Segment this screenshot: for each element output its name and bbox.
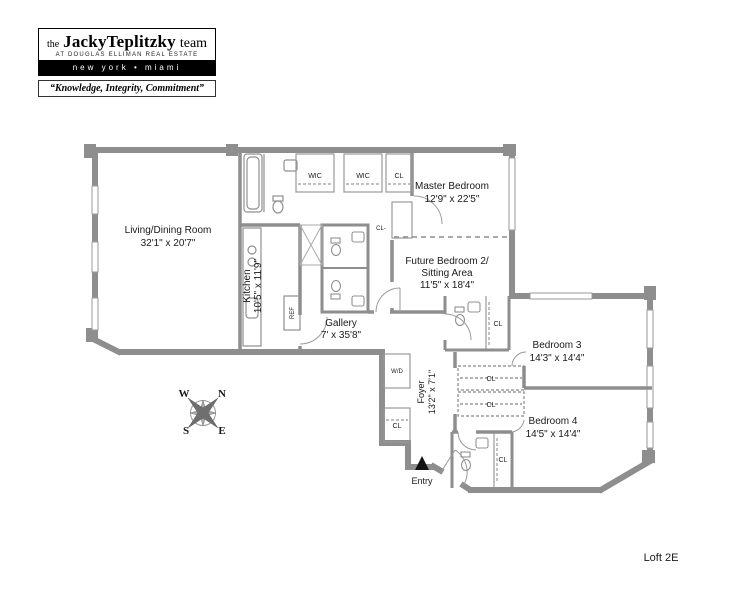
entry-arrow-icon bbox=[415, 456, 429, 470]
closet-label-wic-2: WIC bbox=[356, 173, 370, 180]
core-bathrooms bbox=[320, 223, 370, 314]
compass-star-large bbox=[187, 397, 219, 429]
room-label-future-2: Sitting Area bbox=[421, 268, 473, 279]
room-label-gallery: Gallery bbox=[325, 318, 357, 329]
top-closets bbox=[295, 153, 413, 239]
room-label-bedroom4: Bedroom 4 bbox=[529, 416, 578, 427]
bath3-block bbox=[443, 296, 511, 352]
room-label-bedroom3: Bedroom 3 bbox=[533, 340, 582, 351]
room-label-kitchen-group: Kitchen 10'5" x 11'9" bbox=[242, 259, 264, 314]
closet-label-cl-bath4: CL bbox=[499, 457, 508, 464]
brand-team: team bbox=[179, 36, 208, 51]
room-dims-gallery: 7' x 35'8" bbox=[321, 330, 362, 341]
room-dims-future: 11'5" x 18'4" bbox=[420, 280, 475, 291]
door-arcs bbox=[299, 195, 527, 487]
room-label-future-1: Future Bedroom 2/ bbox=[405, 256, 489, 267]
brand-name-line: the JackyTeplitzky team bbox=[39, 29, 215, 52]
closet-label-cl-foyer: CL bbox=[393, 423, 402, 430]
compass-rose: W N S E bbox=[179, 388, 227, 437]
compass-west: W bbox=[179, 388, 190, 400]
room-label-foyer: Foyer bbox=[416, 380, 426, 403]
brand-jackyteplitzky: JackyTeplitzky bbox=[63, 32, 176, 51]
closet-label-cl-mid: CL- bbox=[376, 226, 386, 232]
closet-label-wic-1: WIC bbox=[308, 173, 322, 180]
compass-north: N bbox=[218, 388, 226, 400]
core-bath-fixtures bbox=[330, 231, 365, 307]
brand-locations: new york • miami bbox=[39, 60, 215, 75]
room-label-kitchen: Kitchen bbox=[242, 269, 253, 302]
label-washer-dryer: W/D bbox=[391, 369, 403, 375]
closet-label-cl-top: CL bbox=[395, 173, 404, 180]
master-bath bbox=[243, 153, 298, 214]
label-refrigerator: REF bbox=[290, 307, 296, 319]
brand-tagline: “Knowledge, Integrity, Commitment” bbox=[38, 80, 216, 97]
bath3-fixtures bbox=[454, 296, 490, 350]
room-label-foyer-group: Foyer 13'2" x 7'1" bbox=[416, 370, 437, 414]
unit-label: Loft 2E bbox=[644, 552, 679, 564]
kitchen-fixtures bbox=[242, 227, 301, 347]
room-dims-living: 32'1" x 20'7" bbox=[141, 238, 196, 249]
room-dims-kitchen: 10'5" x 11'9" bbox=[253, 259, 264, 314]
bath4-block bbox=[450, 432, 514, 488]
room-dims-foyer: 13'2" x 7'1" bbox=[427, 370, 437, 414]
brand-subtitle: AT DOUGLAS ELLIMAN REAL ESTATE bbox=[55, 52, 199, 58]
windows bbox=[91, 157, 654, 449]
entry-label: Entry bbox=[411, 476, 433, 486]
compass-south: S bbox=[183, 425, 189, 437]
brand-box: the JackyTeplitzky team AT DOUGLAS ELLIM… bbox=[38, 28, 216, 76]
room-label-master: Master Bedroom bbox=[415, 181, 489, 192]
wall-columns bbox=[84, 144, 656, 463]
compass-east: E bbox=[218, 425, 225, 437]
room-dims-bedroom3: 14'3" x 14'4" bbox=[530, 353, 585, 364]
duct-shaft bbox=[299, 224, 323, 266]
brand-the: the bbox=[46, 39, 60, 50]
closet-label-cl-hall2: CL bbox=[487, 402, 496, 409]
room-dims-bedroom4: 14'5" x 14'4" bbox=[526, 429, 581, 440]
closet-label-cl-bath3: CL bbox=[494, 321, 503, 328]
brand-logo: the JackyTeplitzky team AT DOUGLAS ELLIM… bbox=[38, 28, 216, 97]
hall-closets bbox=[457, 365, 525, 417]
closet-label-cl-hall1: CL bbox=[487, 376, 496, 383]
room-dims-master: 12'9" x 22'5" bbox=[425, 194, 480, 205]
foyer-closets bbox=[383, 353, 411, 443]
room-label-living: Living/Dining Room bbox=[125, 225, 212, 236]
bath4-fixtures bbox=[460, 432, 498, 488]
entry-marker: Entry bbox=[411, 456, 433, 486]
